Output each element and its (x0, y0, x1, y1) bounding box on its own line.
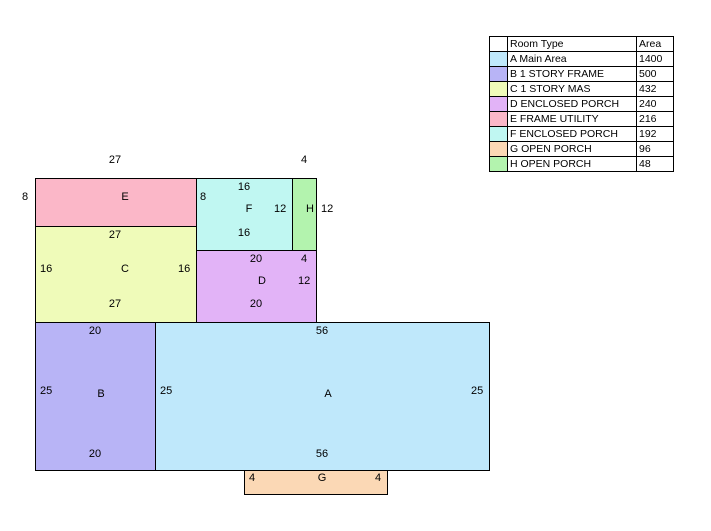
legend-room-area: 1400 (636, 51, 674, 67)
room-a-left-dim: 25 (160, 385, 173, 397)
legend-row: E FRAME UTILITY 216 (489, 111, 674, 127)
room-h-top-dim: 4 (300, 154, 308, 166)
room-e-top-dim: 27 (108, 154, 122, 166)
room-a-right-dim: 25 (471, 385, 484, 397)
legend-header-swatch (489, 36, 508, 52)
legend-room-area: 96 (636, 141, 674, 157)
legend-header-area: Area (636, 36, 674, 52)
legend-room-area: 48 (636, 156, 674, 172)
legend-room-name: B 1 STORY FRAME (507, 66, 637, 82)
room-c-left-dim: 16 (40, 263, 53, 275)
room-f-bottom-dim: 16 (237, 227, 251, 239)
room-f (196, 178, 293, 251)
legend-row: D ENCLOSED PORCH 240 (489, 96, 674, 112)
room-c-label: C (121, 263, 129, 275)
legend-swatch (489, 81, 508, 97)
legend-room-name: C 1 STORY MAS (507, 81, 637, 97)
legend-room-area: 192 (636, 126, 674, 142)
legend-room-name: F ENCLOSED PORCH (507, 126, 637, 142)
legend-room-name: E FRAME UTILITY (507, 111, 637, 127)
room-e-left-dim: 8 (22, 191, 29, 203)
legend-row: B 1 STORY FRAME 500 (489, 66, 674, 82)
legend-table: Room Type Area A Main Area 1400 B 1 STOR… (489, 36, 674, 172)
room-d-top-dim: 20 (249, 253, 263, 265)
room-d (196, 250, 317, 323)
legend-header-row: Room Type Area (489, 36, 674, 52)
room-c (35, 226, 197, 323)
legend-room-name: G OPEN PORCH (507, 141, 637, 157)
room-e (35, 178, 197, 227)
legend-room-name: H OPEN PORCH (507, 156, 637, 172)
room-a-top-dim: 56 (315, 325, 329, 337)
room-d-right-top-dim: 4 (301, 253, 308, 265)
legend-room-name: A Main Area (507, 51, 637, 67)
legend-swatch (489, 66, 508, 82)
room-a (155, 322, 490, 471)
legend-row: G OPEN PORCH 96 (489, 141, 674, 157)
room-e-label: E (121, 191, 129, 203)
room-d-label: D (258, 275, 266, 287)
room-a-label: A (324, 388, 332, 400)
legend-row: F ENCLOSED PORCH 192 (489, 126, 674, 142)
legend-row: H OPEN PORCH 48 (489, 156, 674, 172)
room-c-bottom-dim: 27 (108, 298, 122, 310)
room-b-top-dim: 20 (88, 325, 102, 337)
room-g-label: G (317, 472, 327, 484)
legend-swatch (489, 96, 508, 112)
room-a-bottom-dim: 56 (315, 448, 329, 460)
room-d-bottom-dim: 20 (249, 298, 263, 310)
room-b-left-dim: 25 (40, 385, 53, 397)
room-g (244, 470, 388, 495)
room-d-right-dim: 12 (298, 275, 311, 287)
legend-swatch (489, 156, 508, 172)
legend-swatch (489, 51, 508, 67)
legend-swatch (489, 126, 508, 142)
legend-swatch (489, 111, 508, 127)
legend-row: A Main Area 1400 (489, 51, 674, 67)
room-b-label: B (97, 388, 105, 400)
room-c-right-dim: 16 (178, 263, 191, 275)
legend-header-type: Room Type (507, 36, 637, 52)
room-g-right-dim: 4 (375, 472, 382, 484)
legend-room-area: 240 (636, 96, 674, 112)
room-b (35, 322, 156, 471)
room-b-bottom-dim: 20 (88, 448, 102, 460)
legend-room-name: D ENCLOSED PORCH (507, 96, 637, 112)
room-f-label: F (245, 203, 253, 215)
room-f-top-dim: 16 (237, 181, 251, 193)
legend-room-area: 432 (636, 81, 674, 97)
legend-room-area: 216 (636, 111, 674, 127)
legend-swatch (489, 141, 508, 157)
room-h-label: H (306, 203, 314, 215)
room-f-left-dim: 8 (200, 191, 207, 203)
legend-row: C 1 STORY MAS 432 (489, 81, 674, 97)
room-g-left-dim: 4 (249, 472, 256, 484)
room-c-top-dim: 27 (108, 229, 122, 241)
room-h-right-dim: 12 (321, 203, 334, 215)
legend-room-area: 500 (636, 66, 674, 82)
room-f-right-dim: 12 (274, 203, 287, 215)
